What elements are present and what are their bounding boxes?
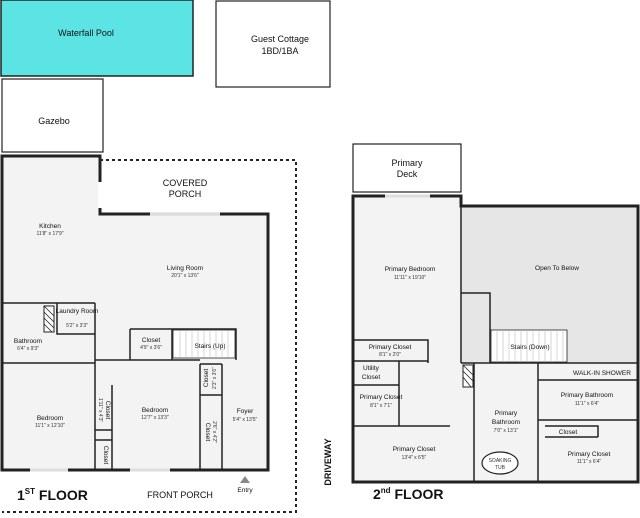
stairs-up-graphic [172, 329, 236, 359]
soaking-tub-label: SOAKING [489, 458, 512, 464]
front-porch-label: FRONT PORCH [147, 490, 213, 500]
gazebo [1, 78, 104, 153]
entry-label: Entry [237, 487, 253, 494]
interior-walls-1f [2, 302, 237, 470]
bedroom-1-dim: 11'1" x 12'10" [35, 423, 65, 429]
closet-dim: 4'9" x 3'6" [140, 345, 162, 351]
first-floor-title: 1ST FLOOR [17, 487, 88, 503]
stairs-down-graphic [490, 329, 568, 363]
utility-label: Utility [363, 365, 380, 372]
closet-e-label: Closet [204, 423, 211, 442]
pool-label: Waterfall Pool [58, 28, 114, 38]
cottage-beds: 1BD/1BA [261, 46, 298, 56]
primary-bathroom-dim: 7'0" x 13'1" [494, 428, 519, 434]
primary-closet-c-dim: 13'4" x 6'5" [402, 455, 427, 461]
entry-arrow-icon [240, 476, 250, 483]
living-room-dim: 20'1" x 13'6" [171, 273, 199, 279]
interior-walls-2f [353, 206, 638, 482]
guest-cottage [215, 0, 331, 88]
walk-in-shower-label: WALK-IN SHOWER [573, 370, 631, 377]
waterfall-pool [0, 0, 194, 77]
closet-e-dim: 2'6" x 4'2" [211, 421, 217, 443]
covered-porch-label: COVERED [163, 178, 208, 188]
cottage-label: Guest Cottage [251, 34, 309, 44]
deck-label-2: Deck [397, 169, 418, 179]
primary-closet-c-label: Primary Closet [393, 446, 436, 453]
driveway-label: DRIVEWAY [323, 438, 333, 485]
bathroom-label: Bathroom [14, 338, 42, 345]
laundry-dim: 5'2" x 3'3" [66, 323, 88, 329]
closet-b-label: Closet [104, 401, 111, 420]
foyer-dim: 5'4" x 13'5" [233, 417, 258, 423]
primary-bedroom-dim: 11'11" x 19'10" [394, 275, 426, 281]
closet-label: Closet [142, 337, 161, 344]
gazebo-label: Gazebo [38, 116, 70, 126]
foyer-label: Foyer [237, 408, 254, 415]
primary-bathroom-label: Primary [495, 410, 518, 417]
bedroom-2-dim: 12'7" x 13'3" [141, 415, 169, 421]
kitchen-dim: 11'8" x 17'9" [36, 231, 63, 237]
primary-closet-d-label: Primary Closet [568, 451, 611, 458]
covered-porch-label-2: PORCH [169, 189, 202, 199]
closet-c-label: Closet [102, 446, 109, 465]
primary-bath-2-dim: 11'1" x 6'4" [575, 401, 599, 407]
hatch [462, 364, 474, 388]
closet-small-label: Closet [559, 429, 578, 436]
closet-b-dim: 1'11" x 4'3" [97, 398, 103, 422]
second-floor-title: 2nd FLOOR [373, 486, 443, 502]
kitchen-label: Kitchen [39, 223, 61, 230]
primary-closet-b-dim: 8'1" x 7'1" [370, 403, 392, 409]
primary-closet-b-label: Primary Closet [360, 394, 403, 401]
open-to-below-label: Open To Below [535, 265, 579, 272]
primary-closet-d-dim: 11'1" x 6'4" [577, 459, 601, 465]
bathroom-dim: 6'4" x 9'3" [17, 346, 39, 352]
soaking-tub-icon [481, 451, 519, 475]
primary-bathroom-label-2: Bathroom [492, 419, 520, 426]
first-floor-exterior-wall [0, 154, 270, 472]
living-room-label: Living Room [167, 265, 203, 272]
second-floor-exterior-wall [351, 194, 640, 484]
bedroom-2-label: Bedroom [142, 407, 168, 414]
laundry-chute [43, 305, 55, 333]
stairs-up-label: Stairs (Up) [194, 343, 225, 350]
primary-deck [352, 143, 462, 193]
primary-bath-2-label: Primary Bathroom [561, 392, 613, 399]
primary-closet-a-dim: 8'1" x 2'0" [379, 352, 401, 358]
hatch [43, 305, 55, 333]
bedroom-1-label: Bedroom [37, 415, 63, 422]
soaking-tub-label-2: TUB [495, 465, 506, 471]
laundry-label: Laundry Room [56, 308, 99, 315]
stairs-down-label: Stairs (Down) [510, 344, 549, 351]
closet-d-dim: 2'3" x 3'6" [212, 367, 218, 389]
primary-bedroom-label: Primary Bedroom [385, 266, 436, 273]
primary-closet-a-label: Primary Closet [369, 344, 412, 351]
porch-boundary [2, 159, 297, 513]
utility-label-2: Closet [362, 374, 381, 381]
first-floor-area [2, 156, 268, 470]
deck-label: Primary [392, 158, 423, 168]
closet-d-label: Closet [203, 369, 210, 388]
